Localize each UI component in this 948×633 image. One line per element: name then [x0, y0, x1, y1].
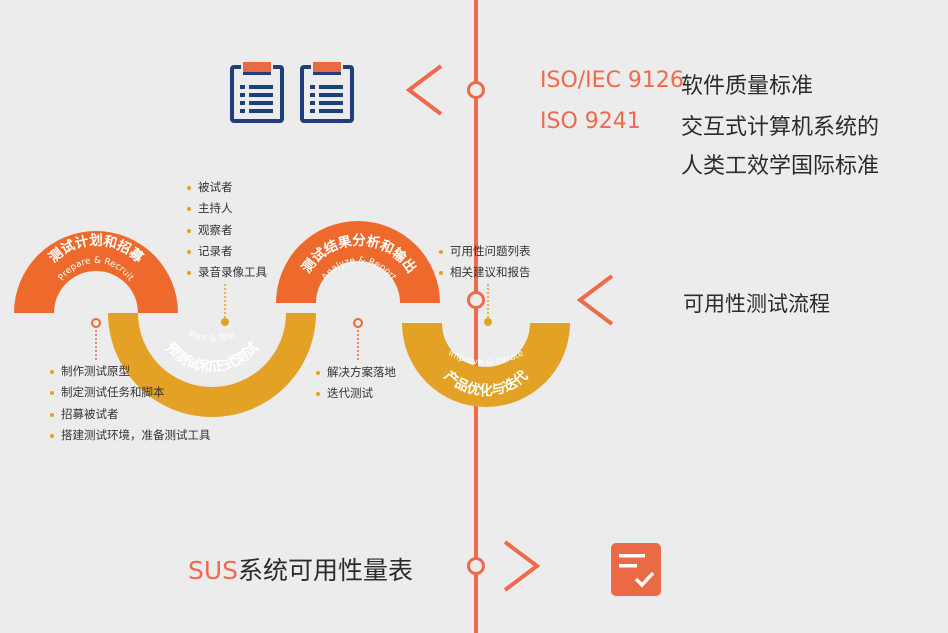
list-item: 迭代测试 — [316, 383, 396, 404]
list-item: 招募被试者 — [50, 404, 211, 425]
sus-rest: 系统可用性量表 — [238, 556, 414, 585]
stage-dot-prepare — [91, 318, 101, 328]
stage-band-improve — [402, 323, 570, 407]
stage-bullets-pilot: 被试者 主持人 观察者 记录者 录音录像工具 — [187, 177, 267, 283]
list-item: 被试者 — [187, 177, 267, 198]
clipboard-icon — [300, 62, 354, 123]
stage-bullets-analyze: 解决方案落地 迭代测试 — [316, 362, 396, 405]
timeline-line — [474, 0, 478, 633]
list-item: 制定测试任务和脚本 — [50, 382, 211, 403]
standard-name-iso9126: 软件质量标准 — [681, 74, 814, 99]
list-item: 解决方案落地 — [316, 362, 396, 383]
checklist-icon — [611, 543, 661, 596]
stage-bullets-prepare: 制作测试原型 制定测试任务和脚本 招募被试者 搭建测试环境，准备测试工具 — [50, 361, 211, 446]
sus-title: SUS系统可用性量表 — [188, 551, 413, 587]
standard-code-iso9241: ISO 9241 — [540, 109, 641, 134]
stage-bullets-improve: 可用性问题列表 相关建议和报告 — [439, 241, 531, 284]
stage-band-pilot — [108, 313, 316, 417]
standard-name-iso9241-line2: 人类工效学国际标准 — [681, 154, 880, 179]
timeline-dot-standards — [467, 81, 485, 99]
timeline-dot-process — [467, 291, 485, 309]
timeline-dot-sus — [467, 557, 485, 575]
list-item: 搭建测试环境，准备测试工具 — [50, 425, 211, 446]
list-item: 主持人 — [187, 198, 267, 219]
standard-code-iso9126: ISO/IEC 9126 — [540, 68, 684, 93]
stage-dot-pilot — [221, 318, 229, 326]
chevron-left-icon — [576, 274, 614, 326]
stage-dot-analyze — [353, 318, 363, 328]
clipboard-icon — [230, 62, 284, 123]
list-item: 可用性问题列表 — [439, 241, 531, 262]
chevron-left-icon — [405, 64, 443, 116]
stage-dot-improve — [484, 318, 492, 326]
stage-subtitle-pilot: Pilot & Test — [187, 330, 238, 344]
sus-highlight: SUS — [188, 556, 239, 585]
stage-band-analyze — [276, 221, 440, 303]
standard-name-iso9241-line1: 交互式计算机系统的 — [681, 115, 880, 140]
chevron-right-icon — [503, 540, 541, 592]
list-item: 制作测试原型 — [50, 361, 211, 382]
stage-band-prepare — [14, 231, 178, 313]
list-item: 记录者 — [187, 241, 267, 262]
process-title: 可用性测试流程 — [683, 292, 830, 316]
list-item: 相关建议和报告 — [439, 262, 531, 283]
list-item: 录音录像工具 — [187, 262, 267, 283]
list-item: 观察者 — [187, 220, 267, 241]
